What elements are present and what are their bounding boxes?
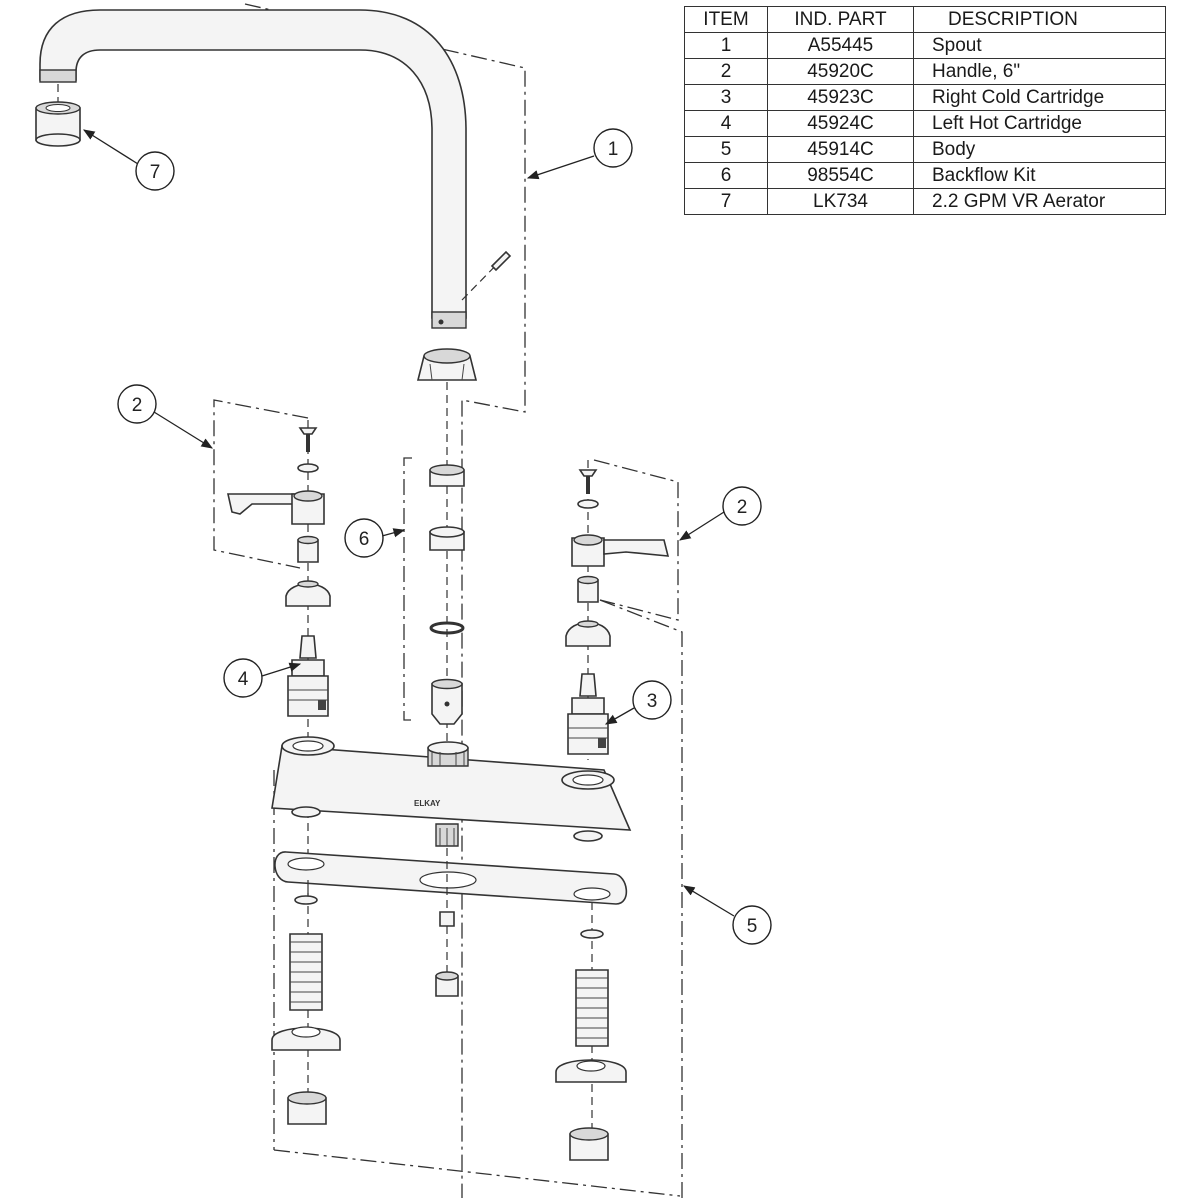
spout-boundary (244, 3, 526, 1198)
cell-part: 45924C (767, 110, 914, 137)
brand-label: ELKAY (414, 799, 441, 808)
svg-text:5: 5 (747, 916, 758, 937)
callout-3: 3 (604, 680, 672, 725)
cell-desc: 2.2 GPM VR Aerator (913, 188, 1166, 215)
cell-part: 45920C (767, 58, 914, 85)
cell-part: LK734 (767, 188, 914, 215)
table-row: 5 45914C Body (684, 136, 1166, 163)
svg-text:2: 2 (132, 395, 143, 416)
callout-1: 1 (526, 128, 633, 180)
cell-part: 98554C (767, 162, 914, 189)
table-row: 7 LK734 2.2 GPM VR Aerator (684, 188, 1166, 215)
left-cartridge (287, 635, 329, 717)
cell-item: 1 (684, 32, 768, 59)
cell-desc: Right Cold Cartridge (913, 84, 1166, 111)
body-boundary (599, 599, 683, 1198)
header-ind-part: IND. PART (767, 6, 914, 33)
callout-5: 5 (682, 885, 772, 945)
cell-part: 45923C (767, 84, 914, 111)
cell-desc: Handle, 6" (913, 58, 1166, 85)
cell-desc: Backflow Kit (913, 162, 1166, 189)
spout-nut (416, 348, 478, 381)
svg-text:1: 1 (608, 139, 619, 160)
svg-text:3: 3 (647, 691, 658, 712)
cell-item: 4 (684, 110, 768, 137)
right-handle-group (565, 459, 679, 760)
table-row: 6 98554C Backflow Kit (684, 162, 1166, 189)
callout-7: 7 (83, 129, 175, 191)
table-header-row: ITEM IND. PART DESCRIPTION (684, 6, 1166, 33)
right-mounting-hardware (555, 902, 627, 1161)
right-cartridge (567, 673, 609, 755)
left-handle-group (213, 399, 331, 900)
callout-6: 6 (344, 518, 406, 558)
callout-4: 4 (223, 658, 302, 698)
backflow-kit (403, 382, 465, 750)
deck-plate (274, 851, 628, 905)
svg-text:7: 7 (150, 162, 161, 183)
header-item: ITEM (684, 6, 768, 33)
cell-desc: Left Hot Cartridge (913, 110, 1166, 137)
aerator (35, 84, 81, 147)
cell-part: 45914C (767, 136, 914, 163)
table-row: 1 A55445 Spout (684, 32, 1166, 59)
svg-text:2: 2 (737, 497, 748, 518)
cell-part: A55445 (767, 32, 914, 59)
cell-desc: Body (913, 136, 1166, 163)
left-mounting-hardware (271, 880, 341, 1125)
table-row: 3 45923C Right Cold Cartridge (684, 84, 1166, 111)
cell-item: 5 (684, 136, 768, 163)
callout-2-left: 2 (117, 384, 213, 449)
spout (39, 9, 512, 329)
cell-desc: Spout (913, 32, 1166, 59)
cell-item: 7 (684, 188, 768, 215)
cell-item: 2 (684, 58, 768, 85)
svg-text:4: 4 (238, 669, 249, 690)
cell-item: 6 (684, 162, 768, 189)
center-hardware (435, 848, 459, 997)
parts-table: ITEM IND. PART DESCRIPTION 1 A55445 Spou… (684, 6, 1166, 215)
cell-item: 3 (684, 84, 768, 111)
table-row: 4 45924C Left Hot Cartridge (684, 110, 1166, 137)
faucet-body: ELKAY (271, 736, 632, 847)
header-description: DESCRIPTION (913, 6, 1166, 33)
table-row: 2 45920C Handle, 6" (684, 58, 1166, 85)
callout-2-right: 2 (679, 486, 762, 541)
svg-text:6: 6 (359, 529, 370, 550)
